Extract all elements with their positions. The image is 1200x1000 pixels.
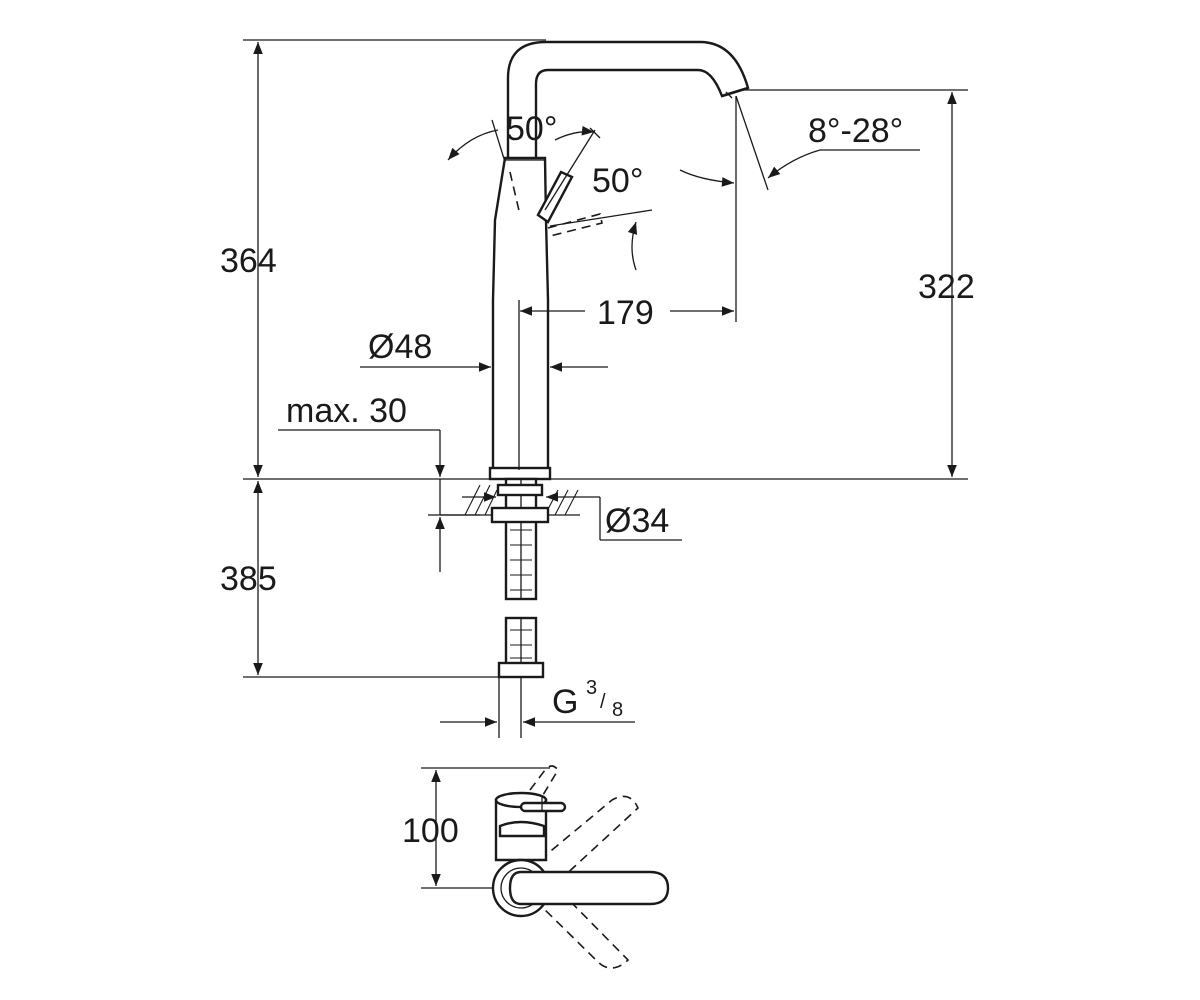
faucet-body: [488, 40, 750, 481]
dim-label-g-denominator: 8: [612, 699, 623, 721]
dim-deck-thickness: max. 30: [278, 392, 480, 572]
dim-label-g-slash: /: [600, 691, 606, 713]
dim-label-50-top: 50°: [506, 110, 557, 148]
dim-spout-reach: 179: [520, 96, 737, 332]
dim-label-max30: max. 30: [286, 392, 407, 430]
dim-below-deck: 385: [220, 481, 499, 678]
dim-label-spray: 8°-28°: [808, 112, 903, 150]
top-view: 100: [402, 765, 670, 969]
dim-body-diameter: Ø48: [360, 328, 608, 380]
dim-spray-angle: 8°-28°: [679, 95, 920, 191]
dim-label-179: 179: [597, 294, 654, 332]
dim-lever-angle-side: 50°: [592, 162, 643, 271]
dim-label-385: 385: [220, 560, 277, 598]
dim-spout-height: 322: [740, 89, 975, 477]
dim-lever-angle-top: 50°: [447, 110, 595, 161]
dim-label-100: 100: [402, 812, 459, 850]
dim-label-364: 364: [220, 242, 277, 280]
dim-label-d48: Ø48: [368, 328, 432, 366]
mounting-assembly: [439, 477, 580, 738]
dim-hole-diameter: Ø34: [462, 492, 682, 541]
dim-label-g: G: [552, 683, 578, 721]
dim-connection: G 3 / 8: [440, 677, 635, 727]
dim-label-g-numerator: 3: [586, 677, 597, 699]
dim-label-50-side: 50°: [592, 162, 643, 200]
dim-label-d34: Ø34: [605, 502, 669, 540]
dim-label-322: 322: [918, 268, 975, 306]
dim-total-height: 364: [220, 39, 546, 477]
